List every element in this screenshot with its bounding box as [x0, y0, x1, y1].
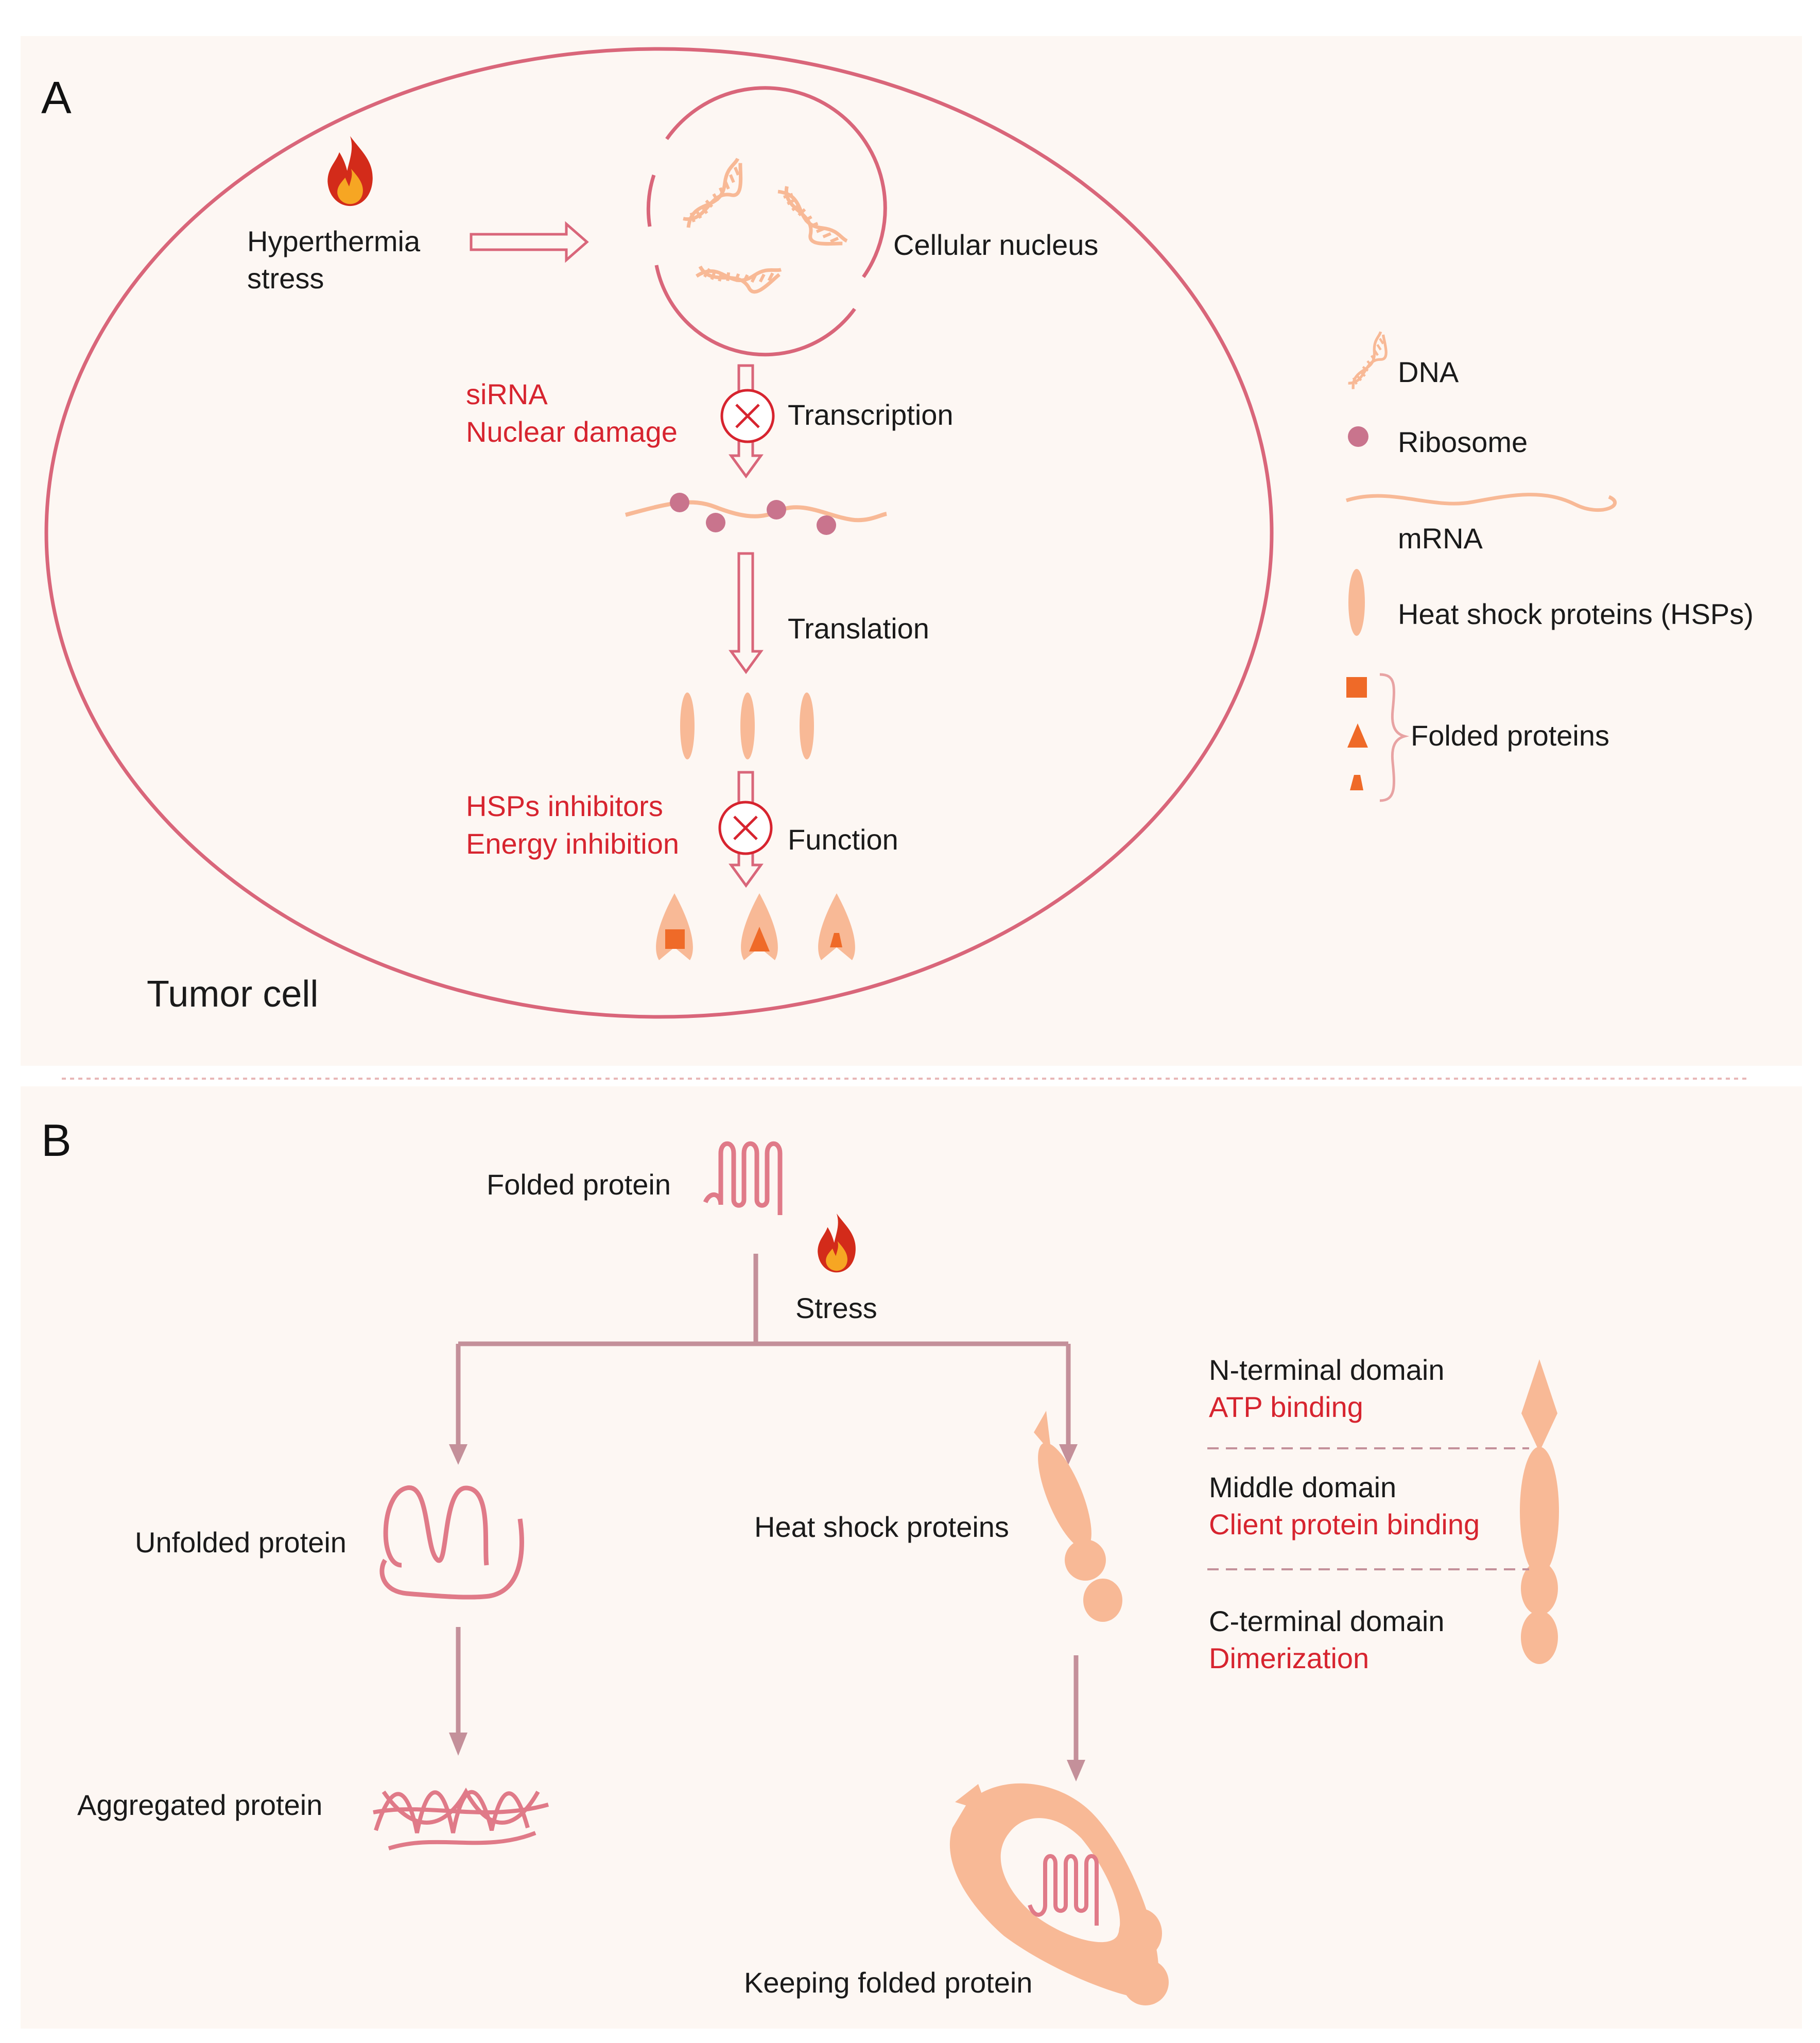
mrna-icon [1345, 493, 1617, 512]
hsp-dimer-clamp [949, 1783, 1169, 2005]
unfolded-protein-label: Unfolded protein [135, 1526, 346, 1559]
stimulus-label-line2: stress [247, 262, 324, 295]
hsp-client-complex [741, 893, 778, 960]
ribosome-icon [817, 515, 836, 535]
nucleus-label: Cellular nucleus [893, 229, 1098, 261]
domain-name-middle: Middle domain [1209, 1471, 1396, 1503]
nuclear-envelope-left [646, 174, 656, 227]
ribosome-icon [767, 500, 786, 520]
domain-name-c-terminal: C-terminal domain [1209, 1605, 1445, 1637]
stress-to-nucleus-arrow [470, 221, 589, 263]
inhibition-x-mark [733, 816, 758, 840]
aggregated-protein-icon [373, 1787, 549, 1850]
heat-shock-proteins-label: Heat shock proteins [754, 1511, 1009, 1543]
ribosome-icon [1348, 426, 1368, 447]
hsp-icon [680, 692, 695, 759]
folded-protein-icon [1028, 1854, 1099, 1926]
keeping-folded-label: Keeping folded protein [744, 1966, 1032, 1999]
nuclear-envelope-lower [654, 265, 856, 357]
domain-name-n-terminal: N-terminal domain [1209, 1354, 1445, 1386]
translation-arrow [729, 552, 764, 674]
legend-hsps: Heat shock proteins (HSPs) [1398, 598, 1754, 630]
step-transcription: Transcription [788, 399, 954, 431]
tumor-cell-membrane [44, 47, 1274, 1019]
unfolded-protein-icon [379, 1485, 524, 1600]
stimulus-label-line1: Hyperthermia [247, 225, 421, 257]
step-translation: Translation [788, 612, 929, 645]
legend-ribosome: Ribosome [1398, 426, 1528, 458]
domain-function-client-binding: Client protein binding [1209, 1508, 1480, 1540]
aggregated-protein-label: Aggregated protein [77, 1789, 322, 1821]
panel-a-label: A [41, 72, 72, 123]
hsp-domain-schematic [1520, 1359, 1559, 1664]
arrowhead-hsp [1059, 1444, 1078, 1465]
hsp-icon [1348, 569, 1365, 636]
transcription-arrow [729, 364, 764, 479]
panel-b-label: B [41, 1115, 72, 1166]
inhibitor1-line2: Nuclear damage [466, 415, 678, 448]
arrowhead-keeping [1067, 1760, 1085, 1781]
folded-triangle-icon [1347, 723, 1368, 748]
hsp-icon [740, 692, 755, 759]
domain-function-dimerization: Dimerization [1209, 1642, 1369, 1674]
panel-b-background [21, 1086, 1802, 2029]
legend-brace [1379, 673, 1410, 802]
folded-square-icon [1346, 677, 1367, 698]
arrowhead-aggregated [449, 1733, 467, 1756]
step-function: Function [788, 823, 898, 856]
folded-protein-label: Folded protein [487, 1168, 671, 1201]
domain-function-atp-binding: ATP binding [1209, 1391, 1363, 1423]
folded-trapezoid-icon [1350, 775, 1363, 790]
hsp-icon [800, 692, 814, 759]
inhibitor2-line2: Energy inhibition [466, 827, 679, 860]
function-arrow [729, 771, 764, 888]
hsp-client-complex [818, 893, 855, 960]
ribosome-icon [706, 513, 725, 532]
folded-protein-icon [703, 1141, 783, 1215]
ribosome-icon [670, 493, 689, 512]
legend-dna: DNA [1398, 356, 1459, 388]
inhibition-x-mark [735, 404, 760, 428]
stress-label: Stress [795, 1292, 877, 1324]
legend-folded: Folded proteins [1411, 719, 1609, 752]
inhibitor1-line1: siRNA [466, 378, 548, 410]
hsp-client-complex [656, 893, 693, 960]
tumor-cell-label: Tumor cell [147, 974, 318, 1015]
arrowhead-unfolded [449, 1444, 467, 1465]
inhibitor2-line1: HSPs inhibitors [466, 790, 663, 822]
legend-mrna: mRNA [1398, 522, 1483, 555]
nuclear-envelope-upper [665, 86, 887, 279]
panel-a-background [21, 36, 1802, 1066]
branch-lines [456, 1254, 1071, 1447]
